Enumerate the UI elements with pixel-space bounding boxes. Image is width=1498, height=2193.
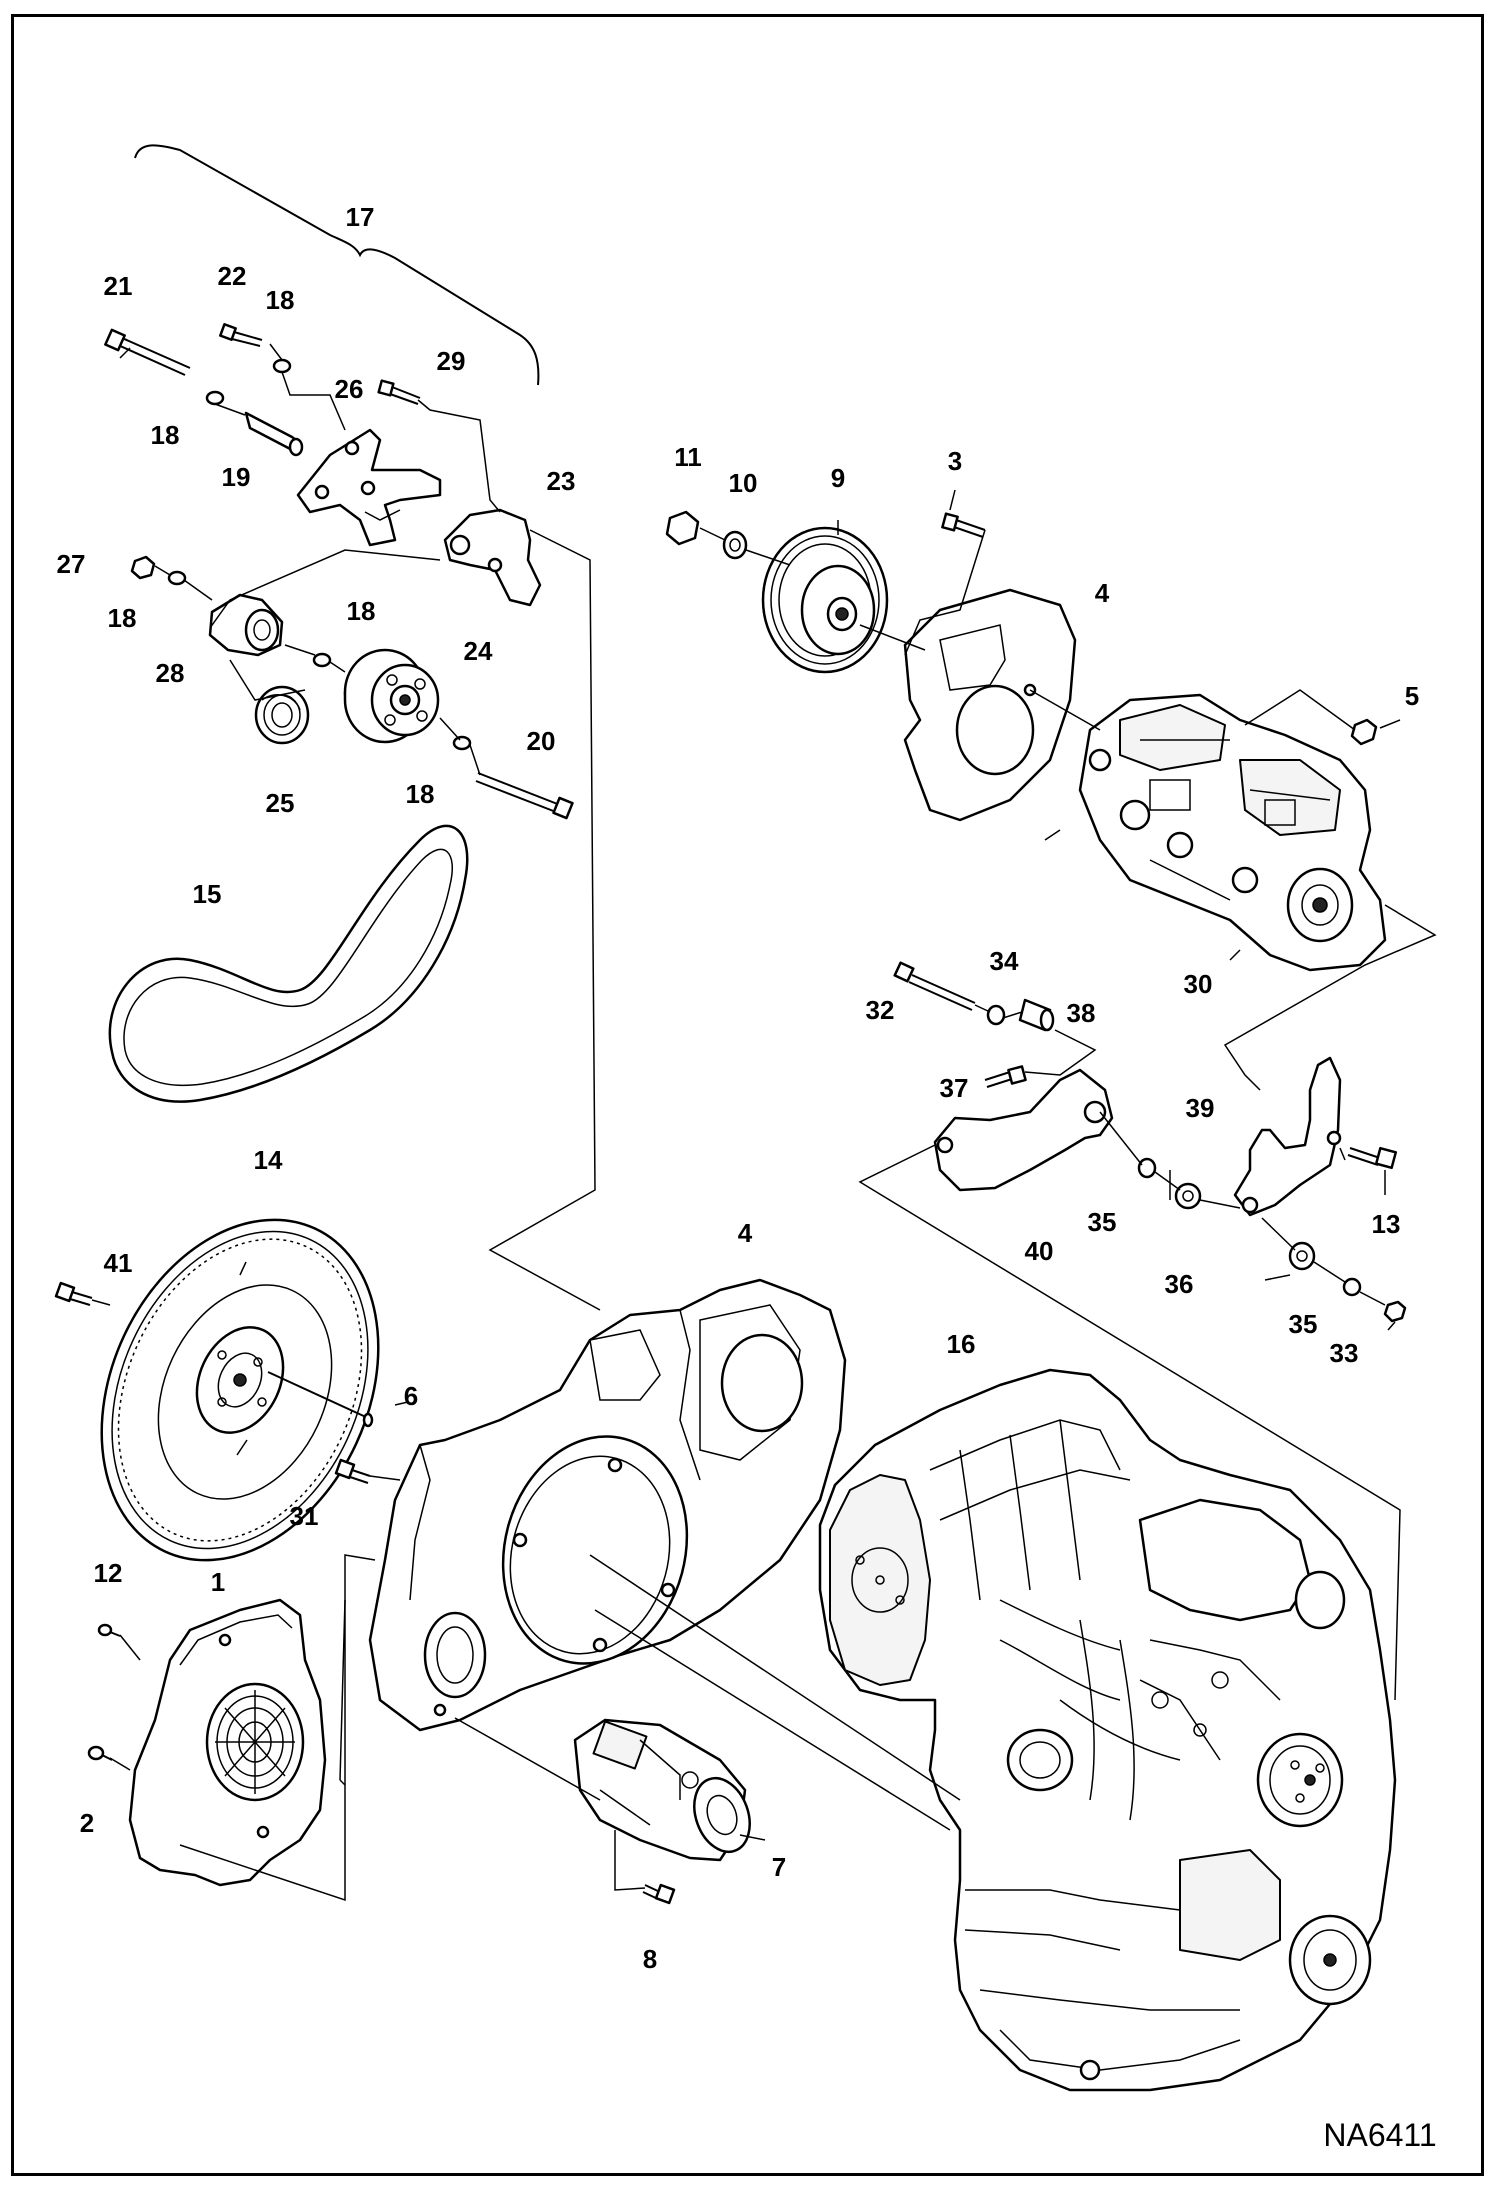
assembly-bracket-17 [134,144,540,386]
callout-4-lower: 4 [738,1218,753,1248]
callout-20: 20 [527,726,556,756]
callout-41: 41 [104,1248,133,1278]
washer-18-c [167,570,187,586]
callout-36: 36 [1165,1269,1194,1299]
bolt-29 [377,379,421,405]
callout-18-a: 18 [266,285,295,315]
washer-18-a [272,358,292,374]
sleeve-38 [1018,998,1055,1032]
callout-8: 8 [643,1944,657,1974]
pivot-arm-23 [443,508,542,607]
callout-7: 7 [772,1852,786,1882]
callout-17: 17 [346,202,375,232]
callout-23: 23 [547,466,576,496]
callout-16: 16 [947,1329,976,1359]
callout-14: 14 [254,1145,283,1175]
flywheel-housing-4-lower [368,1278,847,1732]
pulley-9 [761,526,889,674]
cover-plate-1 [128,1598,327,1887]
flywheel-14 [100,1218,380,1562]
hydraulic-pump-30 [1078,693,1387,972]
bolt-37 [984,1065,1027,1088]
drawing-border [11,14,1484,2176]
idler-pulley-24 [343,648,440,744]
bolt-13 [1347,1146,1398,1170]
part-callouts: 17 21 22 18 29 26 18 19 23 27 18 18 24 2… [57,202,1420,1974]
bushing-36-b [1288,1241,1316,1271]
washer-18-d [312,652,332,668]
callout-38: 38 [1067,998,1096,1028]
callout-18-b: 18 [151,420,180,450]
callout-37: 37 [940,1073,969,1103]
spacer-19 [244,411,304,457]
callout-27: 27 [57,549,86,579]
callout-34: 34 [990,946,1019,976]
callout-5: 5 [1405,681,1419,711]
callout-13: 13 [1372,1209,1401,1239]
callout-40: 40 [1025,1236,1054,1266]
callout-32: 32 [866,995,895,1025]
washer-35-a [1137,1157,1157,1179]
callout-26: 26 [335,374,364,404]
bolt-32 [893,961,976,1011]
callout-31: 31 [290,1501,319,1531]
callout-11: 11 [674,442,702,472]
callout-29: 29 [437,346,466,376]
callout-28: 28 [156,658,185,688]
callout-33: 33 [1330,1338,1359,1368]
washer-18-e [452,735,472,751]
callout-10: 10 [729,468,758,498]
callout-15: 15 [193,879,222,909]
callout-18-c: 18 [108,603,137,633]
callout-24: 24 [464,636,493,666]
callout-4-upper: 4 [1095,578,1110,608]
washer-18-b [205,390,225,406]
callout-3: 3 [948,446,962,476]
bolt-8 [642,1883,676,1905]
nut-11 [665,510,700,546]
bolt-22 [219,323,263,347]
bushing-36-a [1174,1182,1202,1210]
washer-35-b [1342,1277,1362,1297]
drive-belt-15 [108,824,469,1103]
callout-9: 9 [831,463,845,493]
callout-25: 25 [266,788,295,818]
leader-lines [91,343,1437,1902]
mount-bracket-40 [933,1068,1114,1192]
bolt-3 [941,512,986,538]
callout-22: 22 [218,261,247,291]
nut-33 [1383,1300,1407,1323]
callout-21: 21 [104,271,133,301]
callout-18-e: 18 [406,779,435,809]
callout-19: 19 [222,462,251,492]
callout-6: 6 [404,1381,418,1411]
screw-2 [87,1745,113,1761]
engine-16 [818,1368,1397,2092]
dowel-pin-6 [267,1371,374,1428]
spring-25 [254,685,310,745]
callout-35-b: 35 [1289,1309,1318,1339]
tensioner-body-28 [208,593,284,657]
drawing-reference-code: NA6411 [1323,2117,1436,2153]
callout-1: 1 [211,1567,225,1597]
bolt-21 [104,328,191,376]
screw-12 [97,1623,121,1637]
callout-39: 39 [1186,1093,1215,1123]
bolt-41 [54,1281,93,1306]
callout-18-d: 18 [347,596,376,626]
support-bracket-39 [1233,1056,1342,1217]
callout-12: 12 [94,1558,123,1588]
bolt-31 [334,1458,371,1484]
nut-5 [1350,718,1378,746]
bolt-20 [475,772,574,820]
starter-motor-7 [573,1718,751,1862]
callout-30: 30 [1184,969,1213,999]
washer-10 [722,530,748,560]
washer-34 [986,1004,1006,1026]
nut-27 [130,555,156,580]
callout-2: 2 [80,1808,94,1838]
callout-35-a: 35 [1088,1207,1117,1237]
